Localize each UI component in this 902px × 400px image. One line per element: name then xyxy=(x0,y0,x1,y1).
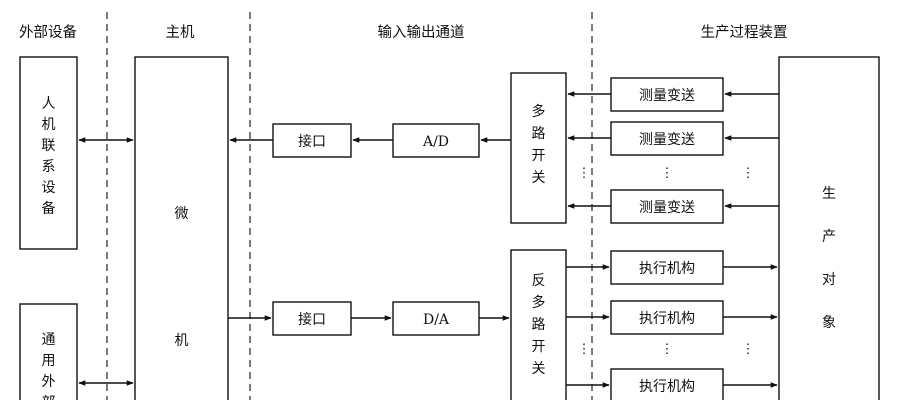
svg-text:开: 开 xyxy=(532,339,546,355)
svg-text:产: 产 xyxy=(822,229,836,245)
svg-text:生: 生 xyxy=(822,186,836,202)
transmitter-box-2 xyxy=(610,121,724,156)
hmi-device-label: 人 机 联 系 设 备 xyxy=(42,96,56,217)
svg-text:反: 反 xyxy=(532,273,546,289)
svg-text:系: 系 xyxy=(42,159,56,175)
transmitter-label-1: 测量变送 xyxy=(639,88,695,104)
svg-text:路: 路 xyxy=(532,317,546,333)
hmi-device-box xyxy=(19,56,78,250)
svg-text:备: 备 xyxy=(42,200,56,217)
svg-text:多: 多 xyxy=(532,103,546,120)
ad-converter-label: A/D xyxy=(422,134,449,150)
microcomputer-label-2: 机 xyxy=(175,333,189,349)
demultiplexer-label: 反 多 路 开 关 xyxy=(532,273,546,377)
transmitter-label-2: 测量变送 xyxy=(639,132,695,148)
interface-in-box xyxy=(272,123,352,158)
svg-text:用: 用 xyxy=(42,353,56,369)
svg-text:设: 设 xyxy=(42,180,56,196)
ellipsis-object-side-top: ⋮ xyxy=(742,166,755,181)
da-converter-label: D/A xyxy=(423,312,450,328)
interface-out-box xyxy=(272,301,352,336)
svg-text:对: 对 xyxy=(822,272,836,288)
svg-text:外: 外 xyxy=(42,374,56,390)
general-peripheral-label: 通 用 外 部 xyxy=(42,332,56,400)
svg-text:多: 多 xyxy=(532,294,546,311)
actuator-label-3: 执行机构 xyxy=(639,379,695,395)
ellipsis-transmitters: ⋮ xyxy=(661,166,674,181)
multiplexer-label: 多 路 开 关 xyxy=(532,103,546,186)
demultiplexer-box xyxy=(510,249,567,400)
svg-text:开: 开 xyxy=(532,148,546,164)
production-object-label: 生 产 对 象 xyxy=(822,186,836,331)
transmitter-label-3: 测量变送 xyxy=(639,200,695,216)
svg-text:机: 机 xyxy=(42,117,56,133)
svg-text:路: 路 xyxy=(532,126,546,142)
production-object-box xyxy=(778,56,880,400)
svg-text:象: 象 xyxy=(822,315,836,331)
ellipsis-mux-side: ⋮ xyxy=(578,166,591,181)
ad-converter-box xyxy=(392,123,480,158)
transmitter-box-3 xyxy=(610,189,724,224)
header-io-channel: 输入输出通道 xyxy=(378,24,465,41)
ellipsis-object-side-bottom: ⋮ xyxy=(742,342,755,357)
ellipsis-actuators: ⋮ xyxy=(661,342,674,357)
header-host: 主机 xyxy=(166,24,195,41)
actuator-label-2: 执行机构 xyxy=(639,311,695,327)
actuator-box-2 xyxy=(610,300,724,335)
header-external-devices: 外部设备 xyxy=(19,24,77,41)
ellipsis-demux-side: ⋮ xyxy=(578,342,591,357)
svg-text:关: 关 xyxy=(532,361,546,377)
svg-text:关: 关 xyxy=(532,170,546,186)
actuator-box-1 xyxy=(610,250,724,285)
multiplexer-box xyxy=(510,72,567,224)
svg-text:联: 联 xyxy=(42,138,56,154)
svg-text:人: 人 xyxy=(42,96,56,112)
interface-out-label: 接口 xyxy=(298,311,326,328)
svg-text:部: 部 xyxy=(42,395,56,400)
actuator-label-1: 执行机构 xyxy=(639,261,695,277)
svg-text:通: 通 xyxy=(42,332,56,348)
transmitter-box-1 xyxy=(610,77,724,112)
header-production-process: 生产过程装置 xyxy=(701,24,788,41)
interface-in-label: 接口 xyxy=(298,133,326,150)
microcomputer-label-1: 微 xyxy=(175,206,189,222)
microcomputer-box xyxy=(134,56,229,400)
general-peripheral-box xyxy=(19,303,78,400)
